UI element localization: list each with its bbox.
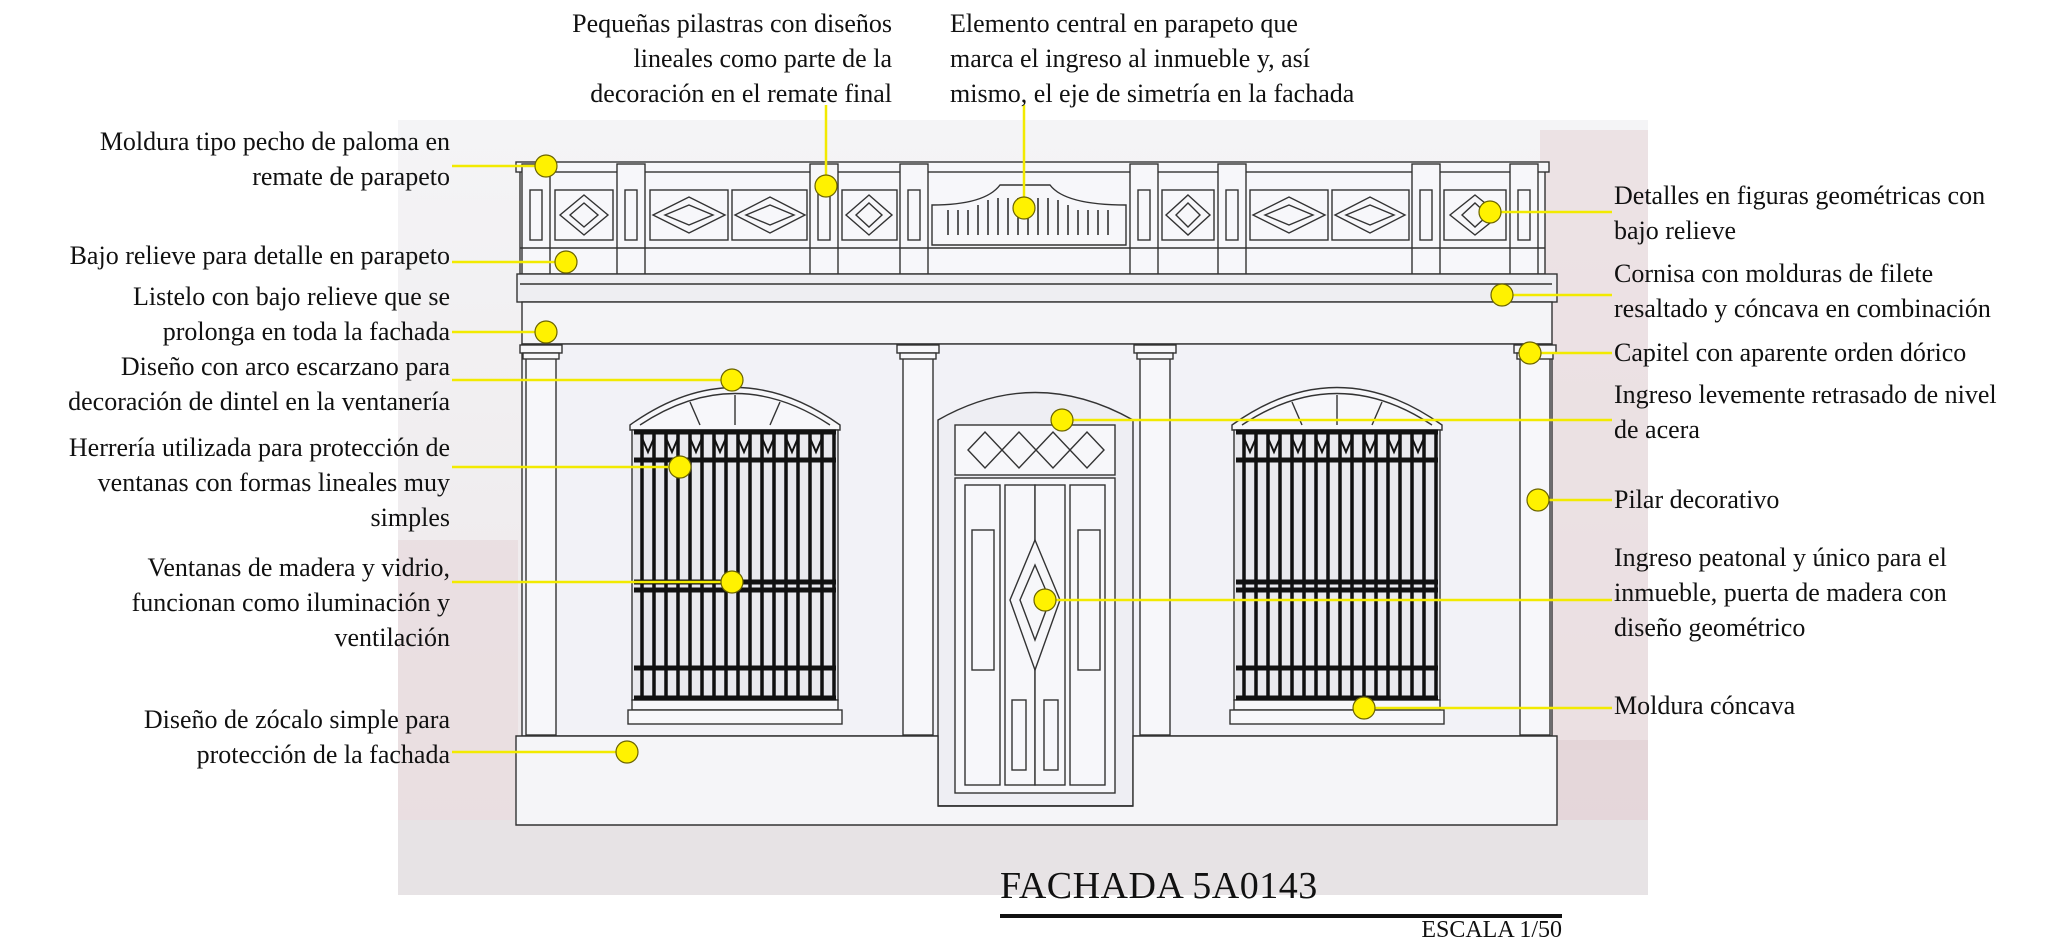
plinth: [515, 735, 1558, 826]
marker-moldura-pecho-paloma: [534, 154, 558, 178]
marker-ingreso-peatonal: [1033, 588, 1057, 612]
marker-cornisa: [1490, 283, 1514, 307]
label-bajo-relieve-parapeto: Bajo relieve para detalle en parapeto: [69, 241, 450, 270]
label-ingreso-peatonal: Ingreso peatonal y único para el inmuebl…: [1614, 543, 1947, 642]
leader-markers: [534, 154, 1550, 764]
marker-arco-escarzano: [720, 368, 744, 392]
label-herreria: Herrería utilizada para protección de ve…: [68, 433, 450, 532]
marker-pilastras: [814, 174, 838, 198]
parapet-coping: [515, 161, 1550, 173]
marker-ventanas-madera: [720, 570, 744, 594]
label-pilastras: Pequeñas pilastras con diseños lineales …: [572, 9, 892, 108]
marker-herreria: [668, 455, 692, 479]
title-underline: [1000, 914, 1562, 918]
drawing-title: FACHADA 5A0143: [1000, 865, 1318, 907]
label-ventanas-madera: Ventanas de madera y vidrio, funcionan c…: [131, 553, 450, 652]
label-pilar-decorativo: Pilar decorativo: [1614, 485, 1780, 514]
marker-bajo-relieve-parapeto: [554, 250, 578, 274]
listelo: [521, 301, 1553, 345]
parapet-panels: [554, 189, 1507, 241]
label-cornisa: Cornisa con molduras de filete resaltado…: [1614, 259, 1991, 323]
label-listelo: Listelo con bajo relieve que se prolonga…: [133, 282, 450, 346]
marker-figuras-geometricas: [1478, 200, 1502, 224]
marker-listelo: [534, 320, 558, 344]
label-moldura-concava: Moldura cóncava: [1614, 691, 1796, 720]
marker-elemento-central: [1012, 196, 1036, 220]
label-zocalo: Diseño de zócalo simple para protección …: [143, 705, 450, 769]
marker-ingreso-retrasado: [1050, 408, 1074, 432]
drawing-scale: ESCALA 1/50: [1421, 917, 1562, 943]
label-figuras-geometricas: Detalles en figuras geométricas con bajo…: [1614, 181, 1986, 245]
label-elemento-central: Elemento central en parapeto que marca e…: [950, 9, 1355, 108]
cornice: [516, 273, 1558, 303]
label-moldura-pecho-paloma: Moldura tipo pecho de paloma en remate d…: [99, 127, 450, 191]
label-ingreso-retrasado: Ingreso levemente retrasado de nivel de …: [1614, 380, 1997, 444]
marker-zocalo: [615, 740, 639, 764]
label-arco-escarzano: Diseño con arco escarzano para decoració…: [68, 352, 450, 416]
label-capitel: Capitel con aparente orden dórico: [1614, 338, 1967, 367]
marker-moldura-concava: [1352, 696, 1376, 720]
marker-capitel: [1518, 341, 1542, 365]
marker-pilar-decorativo: [1526, 488, 1550, 512]
